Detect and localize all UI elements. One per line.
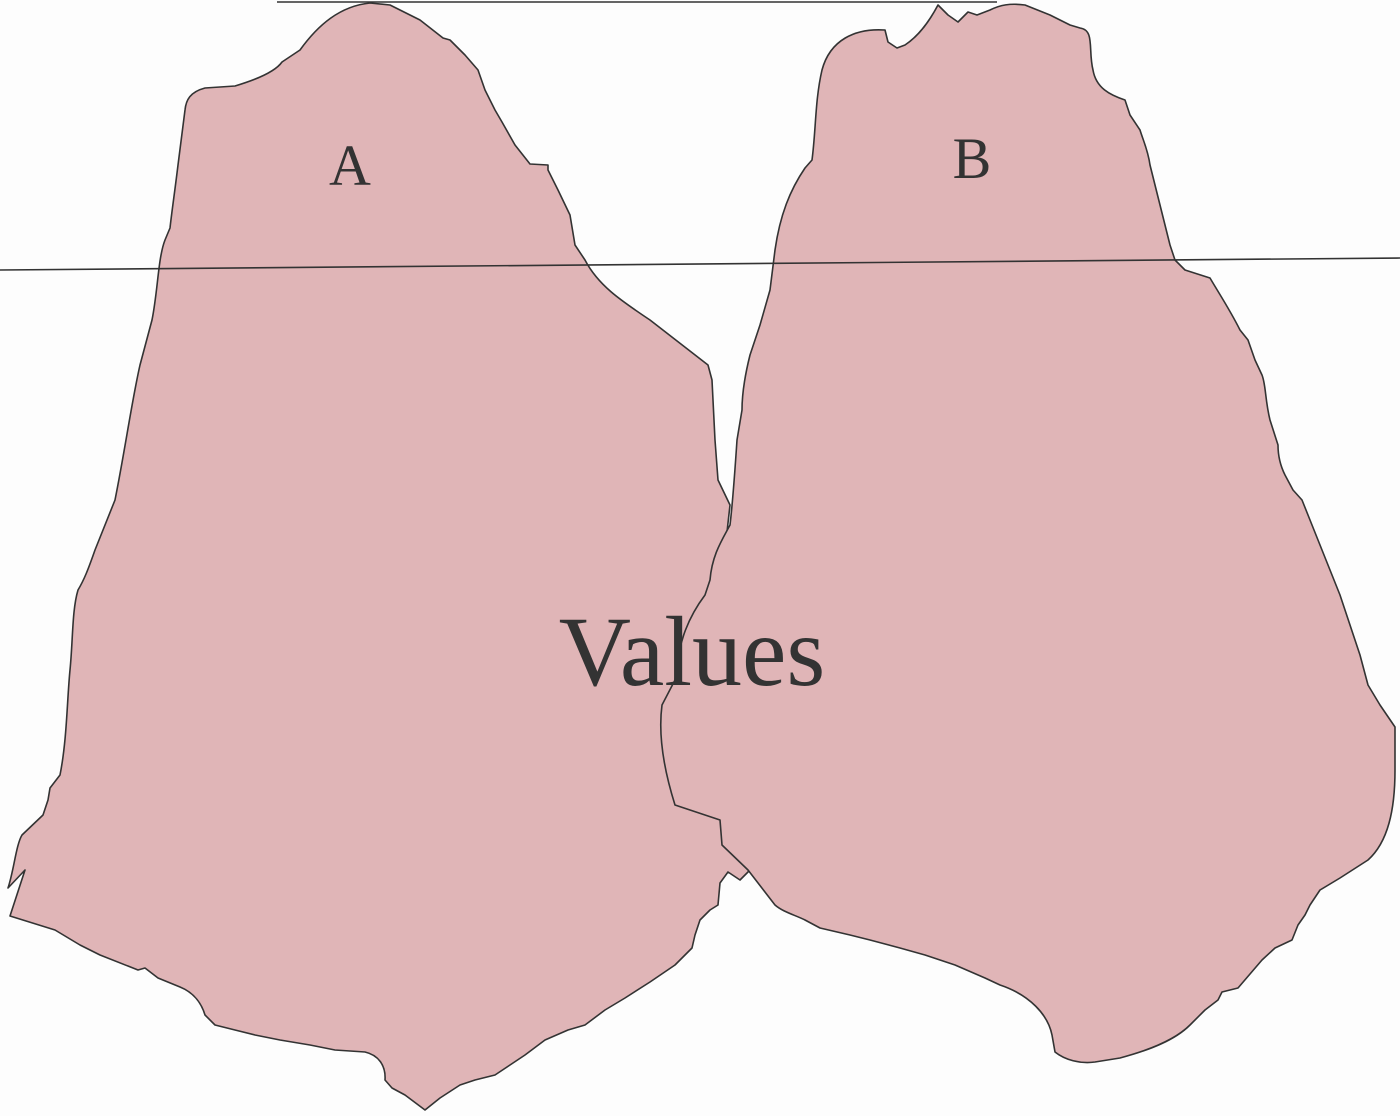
category-label-a: A (329, 133, 371, 198)
y-axis-title: Values (559, 596, 826, 707)
violin-b (661, 4, 1395, 1062)
violin-a (8, 3, 750, 1110)
category-label-b: B (953, 126, 992, 191)
